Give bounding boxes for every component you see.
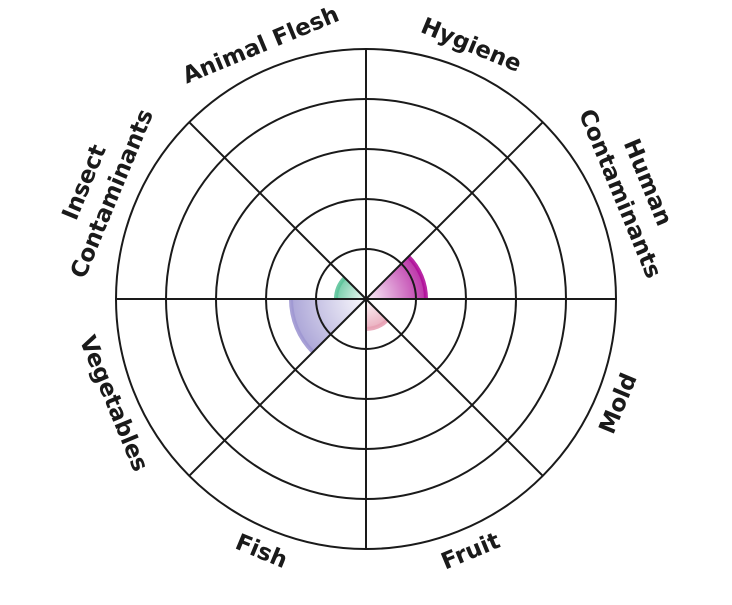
sector-vegetables bbox=[291, 299, 366, 353]
sector-edge-human-contaminants bbox=[406, 255, 428, 300]
category-label-animal-flesh: Animal Flesh bbox=[179, 2, 343, 90]
spoke-5 bbox=[188, 298, 367, 477]
sector-edge-fruit bbox=[365, 318, 389, 331]
spoke-1 bbox=[365, 121, 544, 300]
sector-fruit bbox=[366, 299, 388, 329]
sectors-layer bbox=[289, 255, 428, 354]
category-label-fish: Fish bbox=[232, 529, 292, 574]
sector-edge-insect-contaminants bbox=[334, 276, 347, 300]
sector-insect-contaminants bbox=[336, 277, 366, 299]
sector-edge-vegetables bbox=[289, 298, 315, 354]
sector-human-contaminants bbox=[366, 256, 426, 299]
grid-layer bbox=[115, 48, 617, 550]
spoke-7 bbox=[188, 121, 367, 300]
category-label-hygiene: Hygiene bbox=[417, 13, 525, 78]
category-label-vegetables: Vegetables bbox=[74, 332, 153, 475]
spoke-3 bbox=[365, 298, 544, 477]
labels-layer: HygieneHumanContaminantsMoldFruitFishVeg… bbox=[58, 2, 677, 576]
